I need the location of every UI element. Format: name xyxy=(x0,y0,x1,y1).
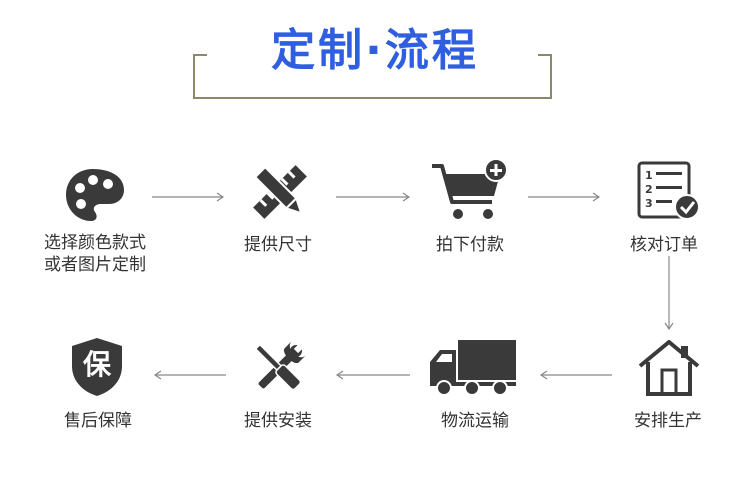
step-provide-size: 提供尺寸 xyxy=(228,160,328,260)
svg-text:3: 3 xyxy=(645,197,653,210)
step-choose-style: 选择颜色款式 或者图片定制 xyxy=(30,160,160,280)
arrow-left xyxy=(538,370,612,380)
arrow-right xyxy=(528,192,602,202)
step-label: 核对订单 xyxy=(630,235,698,255)
step-label: 拍下付款 xyxy=(436,235,504,255)
svg-text:2: 2 xyxy=(645,183,653,196)
shield-badge-text: 保 xyxy=(82,348,111,381)
title-frame-tick-right xyxy=(538,54,552,56)
step-label: 物流运输 xyxy=(441,411,509,431)
checklist-icon: 1 2 3 xyxy=(637,161,700,220)
svg-text:1: 1 xyxy=(645,169,653,182)
step-production: 安排生产 xyxy=(618,336,718,436)
palette-icon xyxy=(66,169,124,221)
step-label-line2: 或者图片定制 xyxy=(44,255,146,275)
step-after-sales: 保 售后保障 xyxy=(48,336,148,436)
step-label-line1: 选择颜色款式 xyxy=(44,233,146,253)
shopping-cart-icon xyxy=(432,158,508,219)
arrow-down xyxy=(664,256,674,332)
arrow-right xyxy=(152,192,226,202)
page-title: 定制·流程 xyxy=(225,16,525,86)
shield-icon xyxy=(72,338,122,396)
step-installation: 提供安装 xyxy=(228,336,328,436)
step-label: 提供尺寸 xyxy=(244,235,312,255)
title-frame-tick-left xyxy=(193,54,207,56)
step-logistics: 物流运输 xyxy=(420,336,530,436)
step-label: 售后保障 xyxy=(64,411,132,431)
truck-icon xyxy=(430,340,516,396)
title-frame xyxy=(193,54,552,99)
arrow-left xyxy=(152,370,226,380)
step-pay: 拍下付款 xyxy=(420,158,520,258)
arrow-left xyxy=(334,370,410,380)
ruler-pencil-icon xyxy=(253,165,307,219)
arrow-right xyxy=(336,192,412,202)
tools-icon xyxy=(254,341,306,391)
step-label: 安排生产 xyxy=(634,411,702,431)
step-label: 提供安装 xyxy=(244,411,312,431)
house-icon xyxy=(638,340,700,396)
step-verify-order: 1 2 3 核对订单 xyxy=(614,158,714,258)
